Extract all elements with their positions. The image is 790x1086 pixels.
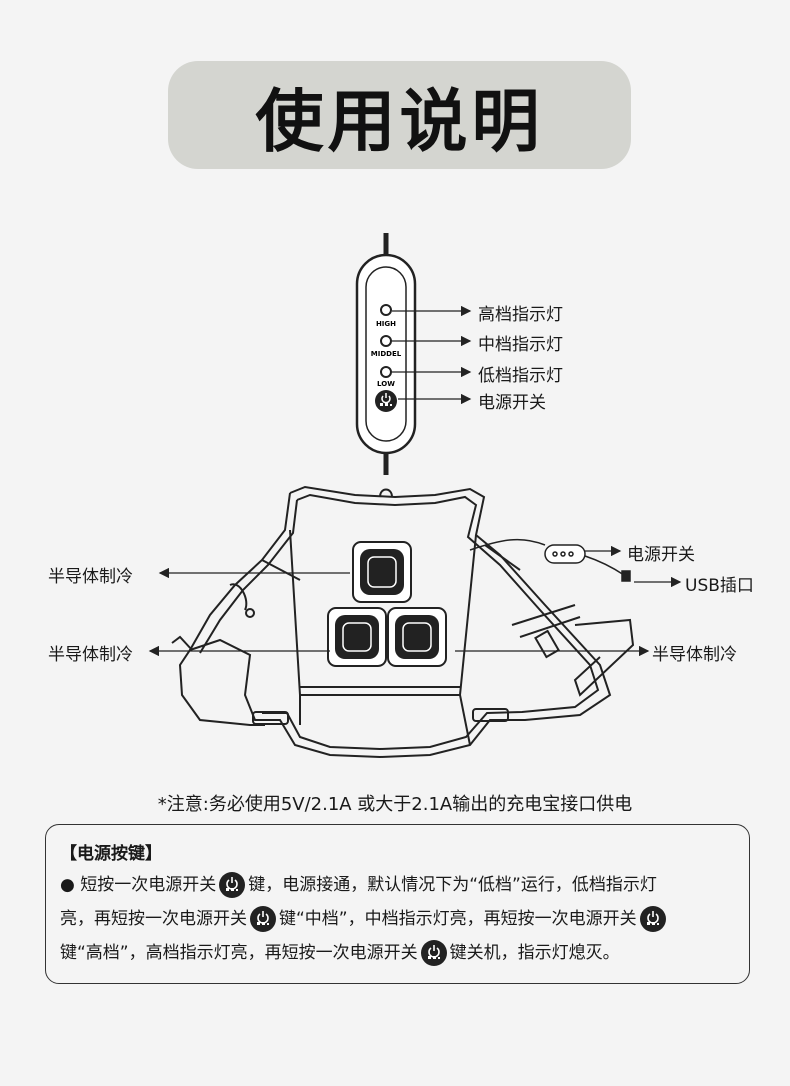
instruction-text: ● 短按一次电源开关 — [60, 875, 217, 895]
middel-label: MIDDEL — [371, 350, 402, 358]
high-indicator-icon — [380, 304, 392, 316]
power-button-icon — [375, 390, 397, 412]
middle-indicator-label: 中档指示灯 — [478, 335, 563, 355]
instruction-text: 键“中档”，中档指示灯亮，再短按一次电源开关 — [279, 909, 637, 929]
low-indicator-icon — [380, 366, 392, 378]
high-indicator-label: 高档指示灯 — [478, 305, 563, 325]
power-button-icon — [250, 906, 276, 932]
cooling-pad-right — [387, 607, 447, 667]
cooling-label-right: 半导体制冷 — [652, 645, 737, 665]
page-title: 使用说明 — [255, 82, 544, 162]
power-button-icon — [219, 872, 246, 898]
panel-body: ● 短按一次电源开关 键，电源接通，默认情况下为“低档”运行，低档指示灯 亮，再短… — [60, 868, 737, 970]
panel-title: 【电源按键】 — [60, 844, 162, 864]
usb-port-label: USB插口 — [685, 576, 754, 596]
high-label: HIGH — [376, 320, 396, 328]
cooling-pad-top — [352, 541, 412, 603]
vest-outline — [171, 485, 635, 759]
power-button-icon — [420, 940, 447, 966]
instruction-text: 键“高档”，高档指示灯亮，再短按一次电源开关 — [60, 943, 418, 963]
low-indicator-label: 低档指示灯 — [478, 366, 563, 386]
product-diagram: HIGH MIDDEL LOW — [0, 225, 790, 770]
diagram-svg: HIGH MIDDEL LOW — [148, 233, 682, 759]
low-label: LOW — [377, 380, 395, 388]
power-switch-label: 电源开关 — [478, 393, 546, 413]
vest-switch-label: 电源开关 — [627, 545, 695, 565]
middle-indicator-icon — [380, 335, 392, 347]
cooling-label-left-top: 半导体制冷 — [48, 567, 133, 587]
vest-switch-icon — [469, 538, 631, 582]
power-button-panel: 【电源按键】 ● 短按一次电源开关 键，电源接通，默认情况下为“低档”运行，低档指… — [45, 824, 750, 984]
instruction-text: 键关机，指示灯熄灭。 — [449, 943, 620, 963]
power-button-icon — [639, 906, 666, 932]
instruction-text: 亮，再短按一次电源开关 — [60, 909, 247, 929]
cooling-pad-left — [327, 607, 387, 667]
title-banner: 使用说明 — [168, 61, 631, 169]
cooling-label-left-bottom: 半导体制冷 — [48, 645, 133, 665]
instruction-text: 键，电源接通，默认情况下为“低档”运行，低档指示灯 — [248, 875, 657, 895]
power-note: *注意:务必使用5V/2.1A 或大于2.1A输出的充电宝接口供电 — [157, 794, 633, 815]
